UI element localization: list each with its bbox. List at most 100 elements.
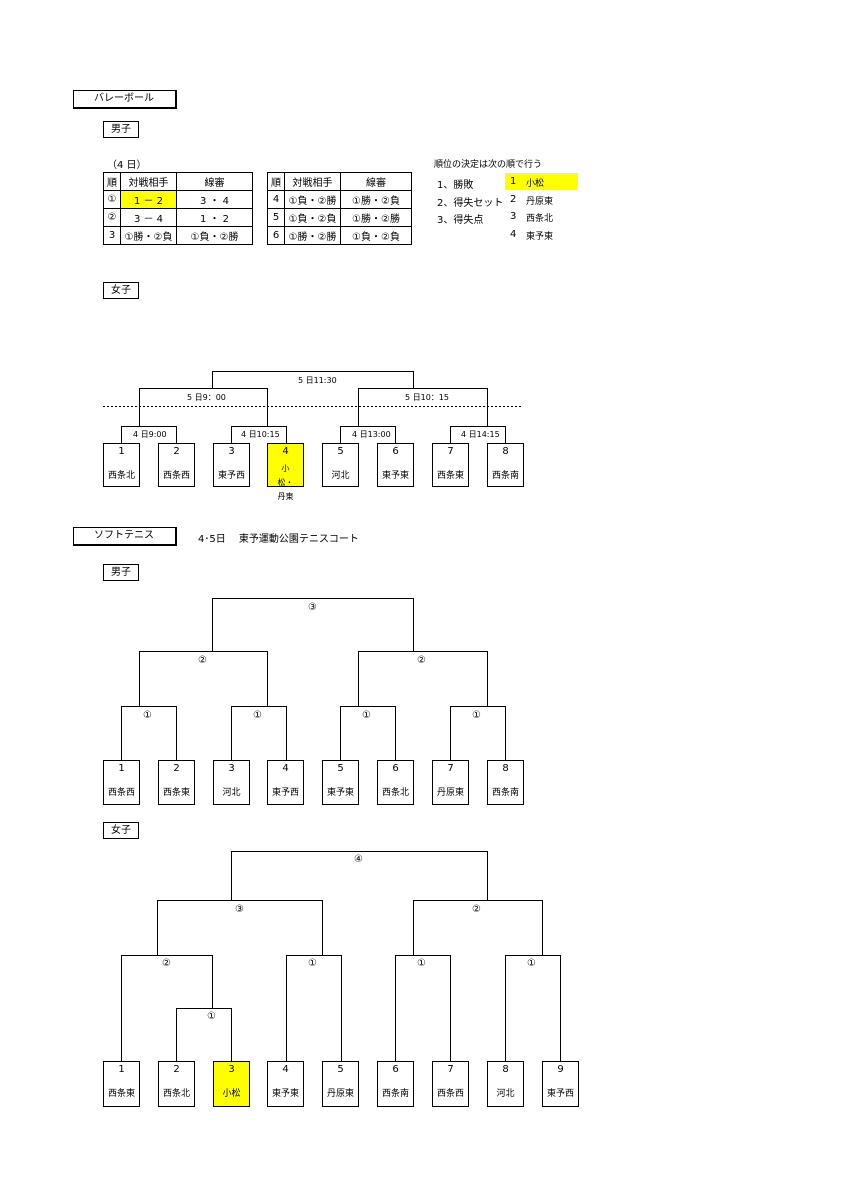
team-name: 西条北 [162, 1089, 190, 1099]
team-box: 8 河北 [487, 1061, 524, 1107]
table-cell: ①勝・②負 [120, 226, 177, 245]
team-number: 2 [173, 1064, 180, 1075]
team-number: 6 [392, 1064, 399, 1075]
table-header: 対戦相手 [284, 172, 341, 191]
team-number: 7 [447, 446, 454, 457]
round-mark: ① [143, 710, 152, 721]
table-cell: 3 ・ 4 [176, 190, 253, 209]
round-mark: ③ [308, 602, 317, 613]
team-number: 3 [228, 763, 235, 774]
round-mark: ② [417, 655, 426, 666]
team-box: 9 東予西 [542, 1061, 579, 1107]
team-number: 3 [228, 446, 235, 457]
team-name: 小松・丹東 [277, 464, 294, 501]
ranking-num: 2 [510, 194, 517, 205]
team-number: 3 [228, 1064, 235, 1075]
team-box: 2 西条西 [158, 443, 195, 487]
table-header: 順 [267, 172, 285, 191]
team-number: 1 [118, 763, 125, 774]
table-cell: ①勝・②勝 [284, 226, 341, 245]
team-box: 7 西条西 [432, 1061, 469, 1107]
table-header: 線審 [340, 172, 412, 191]
team-name: 西条南 [491, 471, 519, 481]
ranking-criterion: 1、勝敗 [437, 180, 474, 191]
team-box: 2 西条北 [158, 1061, 195, 1107]
team-box: 5 丹原東 [322, 1061, 359, 1107]
team-number: 8 [502, 763, 509, 774]
team-box: 2 西条東 [158, 760, 195, 805]
team-name: 西条西 [162, 471, 190, 481]
softtennis-women-label: 女子 [103, 822, 139, 839]
team-name: 西条南 [491, 788, 519, 798]
table-cell: ①負・②負 [340, 226, 412, 245]
softtennis-info: 4･5日 東予運動公園テニスコート [198, 534, 359, 545]
table-cell: 6 [267, 226, 285, 245]
ranking-name: 小松 [526, 179, 545, 189]
bracket-line [505, 955, 561, 1062]
round-mark: ① [308, 958, 317, 969]
team-name: 西条南 [381, 1089, 409, 1099]
team-name: 西条東 [436, 471, 464, 481]
round-mark: ② [162, 958, 171, 969]
team-box: 5 河北 [322, 443, 359, 487]
team-name: 丹原東 [326, 1089, 354, 1099]
team-name: 西条東 [107, 1089, 135, 1099]
team-name: 小松 [222, 1089, 241, 1099]
table-cell: ①負・②負 [284, 208, 341, 227]
round-mark: ① [472, 710, 481, 721]
team-number: 4 [282, 446, 289, 457]
team-number: 1 [118, 446, 125, 457]
team-box: 1 西条西 [103, 760, 140, 805]
team-number: 9 [557, 1064, 564, 1075]
team-box: 3 河北 [213, 760, 250, 805]
round-time: 4 日14:15 [461, 430, 500, 439]
team-number: 8 [502, 1064, 509, 1075]
ranking-highlight [505, 173, 578, 190]
team-number: 7 [447, 763, 454, 774]
round-mark: ④ [354, 854, 363, 865]
team-number: 2 [173, 763, 180, 774]
team-number: 5 [337, 1064, 344, 1075]
ranking-name: 丹原東 [526, 197, 554, 207]
team-name: 河北 [496, 1089, 515, 1099]
team-name: 西条西 [436, 1089, 464, 1099]
table-cell: ①負・②勝 [284, 190, 341, 209]
team-box: 8 西条南 [487, 760, 524, 805]
table-cell: ①勝・②負 [340, 190, 412, 209]
team-box: 4 東予東 [267, 1061, 304, 1107]
ranking-criterion: 2、得失セット [437, 198, 504, 209]
table-cell: 4 [267, 190, 285, 209]
softtennis-men-label: 男子 [103, 564, 139, 581]
team-number: 2 [173, 446, 180, 457]
round-mark: ① [207, 1011, 216, 1022]
round-time: 5 日11:30 [298, 376, 337, 385]
ranking-num: 4 [510, 229, 517, 240]
team-name: 東予西 [546, 1089, 574, 1099]
ranking-num: 1 [510, 176, 517, 187]
ranking-criterion: 3、得失点 [437, 215, 484, 226]
table-header: 順 [103, 172, 121, 191]
ranking-name: 西条北 [526, 214, 554, 224]
round-mark: ① [253, 710, 262, 721]
table-cell: 3 － 4 [120, 208, 177, 227]
bracket-line [121, 955, 213, 1062]
team-name: 丹原東 [436, 788, 464, 798]
round-time: 4 日10:15 [241, 430, 280, 439]
team-box: 3 小松 [213, 1061, 250, 1107]
team-name: 東予西 [217, 471, 245, 481]
table-cell: 1 ・ 2 [176, 208, 253, 227]
round-time: 5 日10：15 [405, 393, 449, 402]
team-number: 4 [282, 763, 289, 774]
table-cell: ①勝・②勝 [340, 208, 412, 227]
team-name: 東予東 [271, 1089, 299, 1099]
team-box: 3 東予西 [213, 443, 250, 487]
team-name: 河北 [331, 471, 350, 481]
volleyball-match-table-2: 順 対戦相手 線審 4 ①負・②勝 ①勝・②負 5 ①負・②負 ①勝・②勝 6 … [267, 172, 412, 245]
team-box: 1 西条東 [103, 1061, 140, 1107]
team-name: 西条北 [381, 788, 409, 798]
table-cell: 3 [103, 226, 121, 245]
team-name: 河北 [222, 788, 241, 798]
team-number: 6 [392, 763, 399, 774]
round-time: 5 日9：00 [187, 393, 226, 402]
